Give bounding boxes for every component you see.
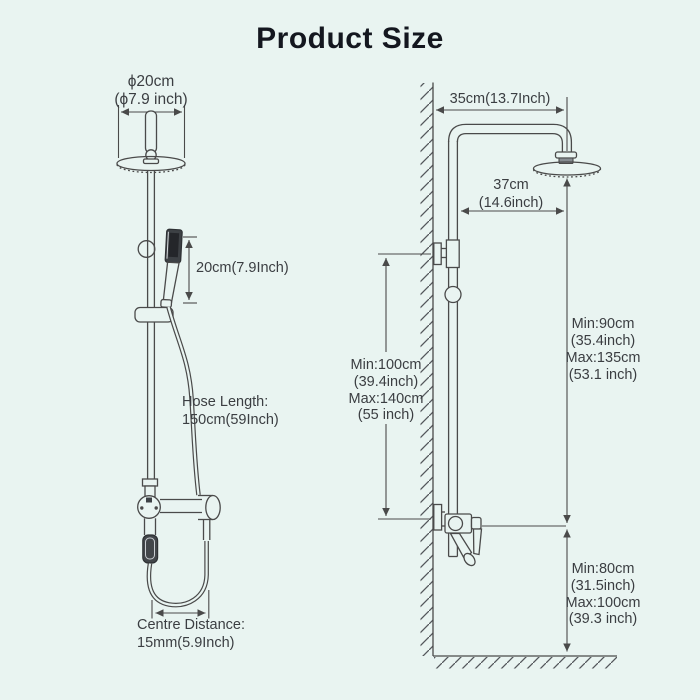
spray-gun [142,534,159,564]
hand-shower [160,228,183,309]
label-bar-height-max: Max:140cm [349,391,424,407]
riser-and-arm [447,123,573,516]
label-arm-length: 35cm(13.7Inch) [450,91,551,107]
label-valve-height-min-inch: (31.5inch) [571,578,635,594]
slider-knob [444,285,462,304]
label-hand-shower-length: 20cm(7.9Inch) [196,260,289,276]
label-centre-distance-value: 15mm(5.9Inch) [137,635,235,651]
diverter-dial [137,495,161,519]
label-head-height-max-inch: (53.1 inch) [569,367,638,383]
label-bar-height-min-inch: (39.4inch) [354,374,418,390]
riser-column-left [134,170,174,480]
label-hose-length-value: 150cm(59Inch) [182,412,279,428]
label-valve-height-max: Max:100cm [566,595,641,611]
left-view-drawing [116,105,221,619]
shower-hose-upper [166,306,201,496]
overhead-shower-left [116,110,186,174]
wall-hatching [420,83,433,656]
head-height-dimension [482,178,571,527]
label-hose-length-title: Hose Length: [182,394,268,410]
centre-distance-dimension [151,590,210,619]
label-head-height-max: Max:135cm [566,350,641,366]
label-bar-height-min: Min:100cm [351,357,422,373]
label-valve-height-max-inch: (39.3 inch) [569,611,638,627]
mixer-valve-right [433,503,483,567]
wall-bracket [433,239,462,304]
right-view-drawing [378,82,617,669]
slider-ring [137,240,156,258]
label-bar-height-max-inch: (55 inch) [358,407,414,423]
shower-hose-loop [146,541,209,608]
valve-handle-left [205,494,221,521]
label-head-diameter-cm: ϕ20cm [128,73,175,90]
page-title: Product Size [256,22,444,55]
label-head-diameter-inch: (ϕ7.9 inch) [114,91,187,108]
floor-hatching [434,657,617,669]
label-head-height-min: Min:90cm [572,316,635,332]
label-centre-distance-title: Centre Distance: [137,617,245,633]
label-head-height-min-inch: (35.4inch) [571,333,635,349]
label-valve-height-min: Min:80cm [572,561,635,577]
hand-shower-dimension [183,236,197,304]
label-head-offset-cm: 37cm [493,177,528,193]
arm-length-dimension [436,97,568,151]
label-head-offset-inch: (14.6inch) [479,195,543,211]
wall-section [420,82,617,669]
dimension-labels: ϕ20cm (ϕ7.9 inch) 20cm(7.9Inch) Hose Len… [114,73,640,651]
mixer-valve-left [137,478,221,564]
valve-lever [470,516,482,530]
overhead-shower-right [532,151,602,178]
bar-height-dimension [378,253,431,520]
